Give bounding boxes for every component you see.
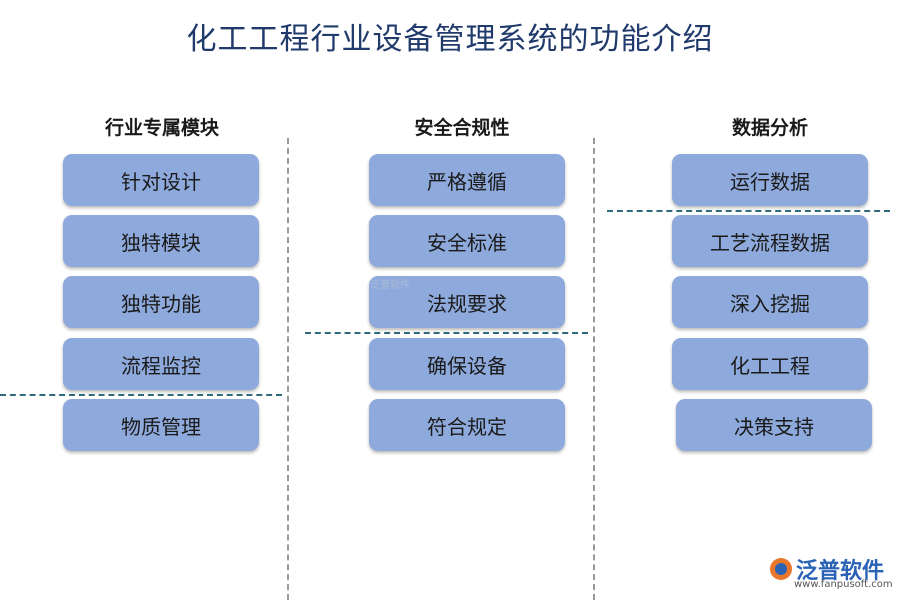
dashed-divider bbox=[607, 210, 890, 212]
item-box: 工艺流程数据 bbox=[672, 215, 868, 267]
watermark-text: 泛普软件 bbox=[370, 280, 410, 291]
dashed-divider bbox=[0, 394, 282, 396]
item-box: 安全标准 bbox=[369, 215, 565, 267]
column-divider bbox=[287, 138, 289, 600]
logo-url: www.fanpusoft.com bbox=[794, 579, 893, 590]
column-divider bbox=[593, 138, 595, 600]
item-box: 确保设备 bbox=[369, 338, 565, 390]
column-heading-data-analysis: 数据分析 bbox=[731, 117, 808, 139]
item-box: 运行数据 bbox=[672, 154, 868, 206]
dashed-divider bbox=[305, 332, 588, 334]
item-box: 化工工程 bbox=[672, 338, 868, 390]
item-box: 针对设计 bbox=[63, 154, 259, 206]
logo-name: 泛普软件 bbox=[796, 559, 885, 584]
page-title: 化工工程行业设备管理系统的功能介绍 bbox=[186, 22, 714, 57]
logo-icon bbox=[770, 558, 792, 580]
item-box: 物质管理 bbox=[63, 399, 259, 451]
item-box: 独特模块 bbox=[63, 215, 259, 267]
item-box: 独特功能 bbox=[63, 276, 259, 328]
brand-logo: 泛普软件 bbox=[770, 553, 884, 585]
item-box: 决策支持 bbox=[676, 399, 872, 451]
column-heading-industry-modules: 行业专属模块 bbox=[104, 117, 219, 139]
item-box: 严格遵循 bbox=[369, 154, 565, 206]
column-heading-safety-compliance: 安全合规性 bbox=[414, 117, 510, 139]
item-box: 法规要求 bbox=[369, 276, 565, 328]
item-box: 深入挖掘 bbox=[672, 276, 868, 328]
item-box: 流程监控 bbox=[63, 338, 259, 390]
item-box: 符合规定 bbox=[369, 399, 565, 451]
